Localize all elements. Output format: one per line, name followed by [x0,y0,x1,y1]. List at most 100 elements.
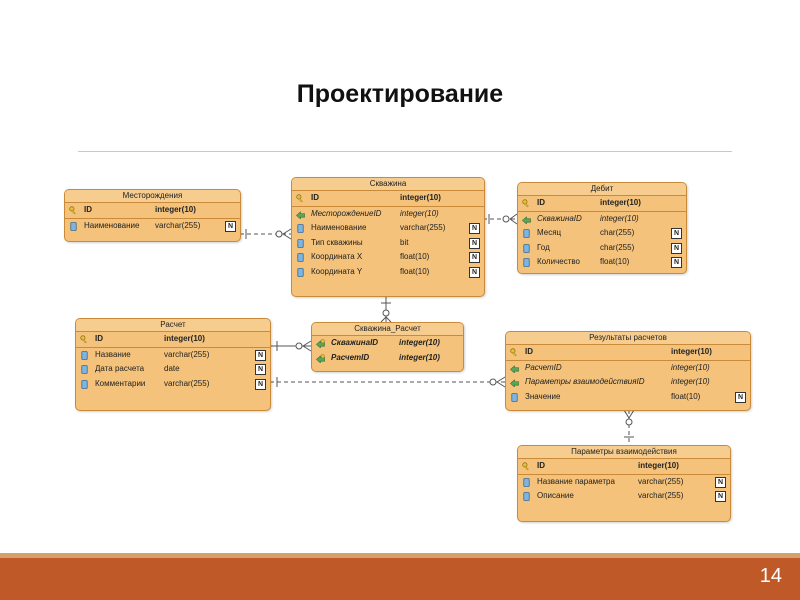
footer-accent [0,553,800,558]
column-type: varchar(255) [638,476,684,486]
nullable-badge: N [671,242,682,254]
primary-key-icon [296,194,305,203]
primary-key-icon [522,462,531,471]
column-name: Параметры взаимодействияID [525,377,645,386]
primary-foreign-key-icon [316,339,325,349]
nullable-badge: N [255,378,266,390]
column-row[interactable]: ID integer(10) [506,345,750,361]
column-row[interactable]: ID integer(10) [292,191,484,207]
foreign-key-icon [296,210,305,220]
column-icon [522,258,531,267]
column-name: СкважинаID [331,338,379,347]
foreign-key-icon [510,364,519,374]
column-icon [522,229,531,238]
column-name: ID [537,461,545,470]
nullable-badge: N [715,491,726,502]
column-type: float(10) [671,391,701,401]
column-row[interactable]: Наименование varchar(255) N [65,219,240,234]
foreign-key-icon [522,215,531,225]
nullable-badge: N [225,220,236,232]
column-type: varchar(255) [638,491,684,500]
nullable-badge: N [671,228,682,239]
column-type: integer(10) [671,362,710,372]
column-row[interactable]: РасчетID integer(10) [506,361,750,376]
column-type: varchar(255) [164,378,210,388]
nullable-badge: N [255,364,266,375]
entity-title: Дебит [518,183,686,196]
column-type: varchar(255) [155,220,201,230]
column-row[interactable]: ID integer(10) [518,459,730,475]
column-row[interactable]: СкважинаID integer(10) [312,336,463,351]
entity-title: Месторождения [65,190,240,203]
entity-title: Результаты расчетов [506,332,750,345]
column-name: Значение [525,391,561,401]
column-type: integer(10) [671,347,712,356]
column-row[interactable]: Название varchar(255) N [76,348,270,363]
nullable-badge: N [469,252,480,263]
nullable-badge: N [671,257,682,268]
nullable-badge: N [469,223,480,234]
primary-key-icon [510,348,519,357]
column-type: integer(10) [399,338,440,347]
column-icon [80,379,89,389]
column-type: float(10) [600,257,630,266]
page-number: 14 [759,565,782,587]
column-row[interactable]: Количество float(10) N [518,255,686,270]
nullable-badge: N [255,349,266,361]
column-name: СкважинаID [537,213,582,223]
column-name: Год [537,242,550,252]
primary-key-icon [80,335,89,344]
nullable-badge: N [469,237,480,249]
column-type: integer(10) [400,193,441,202]
column-name: ID [525,347,533,356]
column-icon [522,477,531,487]
column-name: Количество [537,257,580,266]
column-icon [522,492,531,501]
nullable-badge: N [469,266,480,278]
primary-key-icon [522,199,531,208]
column-name: Комментарии [95,378,146,388]
column-name: Название [95,349,131,359]
column-name: ID [537,198,545,207]
column-name: РасчетID [525,362,562,372]
column-row[interactable]: Комментарии varchar(255) N [76,377,270,392]
entity-title: Расчет [76,319,270,332]
column-name: Наименование [84,220,140,230]
column-icon [296,253,305,262]
column-type: integer(10) [399,352,440,362]
column-type: varchar(255) [400,223,446,232]
column-name: ID [311,193,319,202]
column-type: integer(10) [638,461,679,470]
column-type: integer(10) [600,198,641,207]
column-type: varchar(255) [164,349,210,359]
column-name: Координата Y [311,266,363,276]
column-row[interactable]: ID integer(10) [518,196,686,212]
column-name: ID [95,334,103,343]
column-icon [69,221,78,231]
column-icon [522,243,531,253]
column-icon [80,365,89,374]
